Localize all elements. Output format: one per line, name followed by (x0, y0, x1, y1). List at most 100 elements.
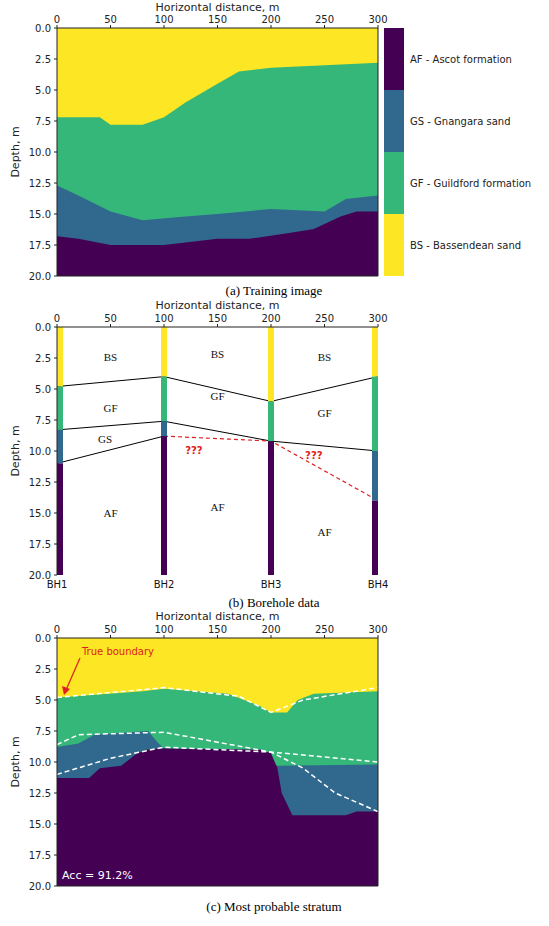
panel-caption: (a) Training image (226, 284, 323, 298)
tick-label: 7.5 (35, 415, 51, 426)
tick-label: 300 (368, 313, 387, 324)
axis-tick (324, 324, 325, 327)
legend-text: GS - Gnangara sand (410, 116, 511, 127)
tick-label: 17.5 (29, 850, 51, 861)
axis-tick (54, 152, 57, 153)
borehole-name: BH1 (47, 579, 68, 590)
panel-caption: (c) Most probable stratum (206, 900, 341, 914)
probable-stratum (57, 638, 378, 886)
axis-title: Horizontal distance, m (156, 611, 280, 623)
axis-title: Horizontal distance, m (156, 300, 280, 312)
stratum-label: GF (210, 390, 224, 402)
axis-tick (217, 324, 218, 327)
stratum-label: AF (103, 507, 117, 519)
uncertain-mark: ??? (305, 449, 322, 460)
axis-tick (54, 886, 57, 887)
stratum-label: BS (318, 351, 331, 363)
tick-label: 250 (315, 14, 334, 25)
tick-label: 200 (261, 624, 280, 635)
axis-tick (54, 824, 57, 825)
tick-label: 2.5 (35, 664, 51, 675)
axis-tick (54, 214, 57, 215)
borehole-name: BH2 (154, 579, 175, 590)
tick-label: 10.0 (29, 147, 51, 158)
tick-label: 150 (208, 313, 227, 324)
axis-tick (54, 762, 57, 763)
tick-label: 50 (104, 624, 117, 635)
tick-label: 12.5 (29, 178, 51, 189)
tick-label: 0.0 (35, 23, 51, 34)
axis-tick (54, 451, 57, 452)
axis-tick (54, 121, 57, 122)
axis-tick (164, 25, 165, 28)
tick-label: 20.0 (29, 271, 51, 282)
tick-label: 100 (154, 14, 173, 25)
tick-label: 0 (54, 14, 60, 25)
tick-label: 50 (104, 14, 117, 25)
axis-tick (271, 635, 272, 638)
axis-tick (54, 513, 57, 514)
legend-swatch (384, 90, 404, 152)
axis-title: Horizontal distance, m (156, 2, 280, 14)
tick-label: 15.0 (29, 209, 51, 220)
borehole-section (57, 327, 378, 575)
uncertain-mark: ??? (185, 444, 202, 455)
legend-swatch (384, 28, 404, 90)
tick-label: 150 (208, 624, 227, 635)
tick-label: 0 (54, 624, 60, 635)
axis-tick (110, 324, 111, 327)
axis-tick (54, 544, 57, 545)
panel-caption: (b) Borehole data (229, 596, 320, 610)
tick-label: 250 (315, 624, 334, 635)
tick-label: 2.5 (35, 353, 51, 364)
legend-swatch (384, 214, 404, 276)
axis-tick (54, 389, 57, 390)
tick-label: 5.0 (35, 85, 51, 96)
tick-label: 10.0 (29, 757, 51, 768)
tick-label: 20.0 (29, 881, 51, 892)
tick-label: 300 (368, 624, 387, 635)
tick-label: 0 (54, 313, 60, 324)
axis-tick (54, 669, 57, 670)
legend-text: GF - Guildford formation (410, 178, 531, 189)
accuracy-note: Acc = 91.2% (62, 870, 133, 882)
tick-label: 100 (154, 624, 173, 635)
tick-label: 2.5 (35, 54, 51, 65)
stratum-label: GF (317, 407, 331, 419)
axis-tick (54, 276, 57, 277)
axis-tick (54, 245, 57, 246)
tick-label: 300 (368, 14, 387, 25)
tick-label: 50 (104, 313, 117, 324)
axis-tick (54, 183, 57, 184)
axis-title: Depth, m (10, 736, 22, 787)
axis-tick (110, 635, 111, 638)
axis-tick (378, 25, 379, 28)
stratum-label: AF (210, 501, 224, 513)
tick-label: 200 (261, 14, 280, 25)
axis-tick (54, 327, 57, 328)
axis-tick (378, 635, 379, 638)
legend-text: BS - Bassendean sand (410, 240, 521, 251)
axis-tick (110, 25, 111, 28)
axis-tick (54, 420, 57, 421)
tick-label: 100 (154, 313, 173, 324)
axis-title: Depth, m (10, 425, 22, 476)
axis-tick (271, 25, 272, 28)
tick-label: 150 (208, 14, 227, 25)
tick-label: 7.5 (35, 726, 51, 737)
tick-label: 10.0 (29, 446, 51, 457)
axis-tick (324, 25, 325, 28)
axis-tick (54, 59, 57, 60)
borehole-name: BH3 (261, 579, 282, 590)
axis-tick (164, 324, 165, 327)
tick-label: 7.5 (35, 116, 51, 127)
axis-tick (54, 575, 57, 576)
axis-tick (217, 635, 218, 638)
tick-label: 200 (261, 313, 280, 324)
tick-label: 5.0 (35, 695, 51, 706)
axis-tick (54, 482, 57, 483)
boundary-callout: True boundary (82, 646, 154, 657)
axis-tick (54, 731, 57, 732)
tick-label: 17.5 (29, 240, 51, 251)
